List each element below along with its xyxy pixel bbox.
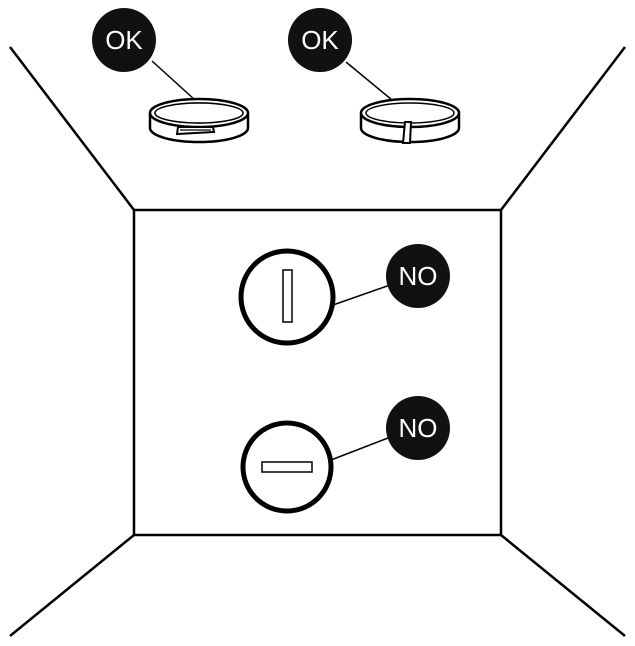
ceiling-detector-horizontal-slot: OK	[92, 8, 250, 144]
badge-circle	[288, 8, 352, 72]
back-wall	[132, 208, 503, 537]
smoke-detector-wall-slot-vertical-icon	[238, 248, 336, 346]
smoke-detector-ceiling-slot-vertical-icon	[359, 97, 461, 144]
no-badge-wall-vertical: NO	[386, 244, 450, 308]
no-badge-label: NO	[399, 413, 438, 443]
ceiling-left-edge	[9, 46, 135, 211]
badge-circle	[386, 244, 450, 308]
ceiling-right-edge	[500, 46, 626, 211]
leader-line-no-2	[330, 437, 389, 461]
ok-badge-label: OK	[105, 25, 143, 55]
no-badge-wall-horizontal: NO	[386, 396, 450, 460]
ceiling-detector-vertical-slot: OK	[288, 8, 461, 144]
ok-badge-ceiling-horizontal: OK	[92, 8, 156, 72]
ok-badge-label: OK	[301, 25, 339, 55]
smoke-detector-ceiling-slot-horizontal-icon	[148, 97, 250, 144]
badge-circle	[92, 8, 156, 72]
no-badge-label: NO	[399, 261, 438, 291]
ok-badge-ceiling-vertical: OK	[288, 8, 352, 72]
room-outline	[9, 46, 626, 637]
wall-detector-vertical-slot: NO	[238, 244, 450, 346]
leader-line-ok-1	[151, 60, 196, 101]
badge-circle	[386, 396, 450, 460]
floor-left-edge	[9, 534, 135, 637]
wall-detector-horizontal-slot: NO	[240, 396, 450, 514]
floor-right-edge	[500, 534, 626, 637]
leader-line-ok-2	[345, 61, 393, 101]
smoke-detector-wall-slot-horizontal-icon	[240, 420, 334, 514]
leader-line-no-1	[332, 284, 391, 306]
